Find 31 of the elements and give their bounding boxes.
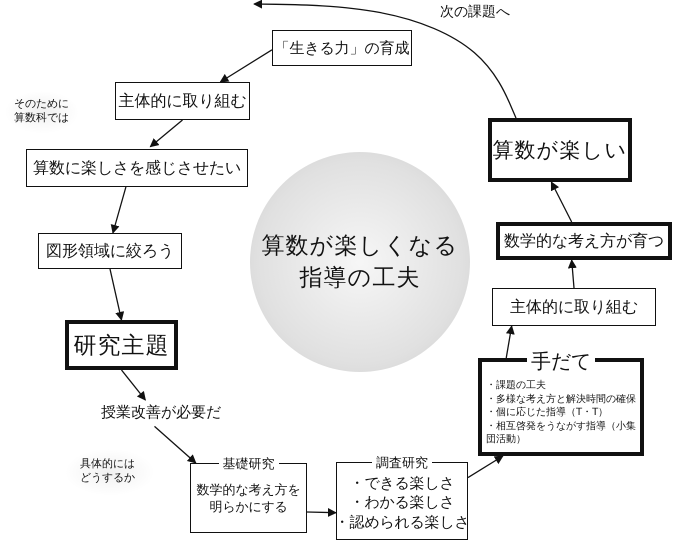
- box-text: 算数に楽しさを感じさせたい: [33, 158, 241, 178]
- box-text: 数学的な考え方が育つ: [504, 230, 664, 252]
- goal-box: [488, 118, 632, 182]
- box-heading: 調査研究: [372, 454, 432, 472]
- box-text: 「生きる力」の育成: [274, 38, 410, 58]
- process-box: [115, 82, 250, 120]
- center-title: 算数が楽しくなる指導の工夫: [260, 232, 460, 293]
- box-text: 数学的な考え方を明らかにする: [196, 483, 302, 517]
- list-item: ・相互啓発をうながす指導（小集団活動）: [486, 420, 636, 447]
- process-box: [38, 233, 182, 269]
- list-item: ・わかる楽しさ: [350, 493, 454, 513]
- box-text: 主体的に取り組む: [118, 90, 246, 112]
- box-text: 主体的に取り組む: [510, 296, 638, 318]
- list-item: ・多様な考え方と解決時間の確保: [486, 392, 636, 406]
- process-box: [492, 288, 656, 326]
- box-text: 授業改善が必要だ: [101, 402, 221, 422]
- process-box: [272, 30, 412, 66]
- box-text: 研究主題: [74, 332, 170, 360]
- list-item: ・課題の工夫: [486, 379, 547, 393]
- note-text: 次の課題へ: [440, 4, 511, 22]
- note-text: 具体的にはどうするか: [80, 457, 136, 484]
- box-text: 算数が楽しい: [492, 137, 628, 164]
- list-item: ・個に応じた指導（T・T）: [486, 406, 610, 420]
- process-box: [26, 149, 248, 187]
- box-text: 図形領域に絞ろう: [46, 240, 174, 262]
- outcome-box: [496, 222, 672, 260]
- list-item: ・認められる楽しさ: [334, 512, 470, 532]
- note-text: そのために算数科では: [14, 97, 70, 124]
- list-item: ・できる楽しさ: [350, 474, 454, 494]
- theme-box: [65, 320, 178, 370]
- box-heading: 基礎研究: [218, 455, 278, 473]
